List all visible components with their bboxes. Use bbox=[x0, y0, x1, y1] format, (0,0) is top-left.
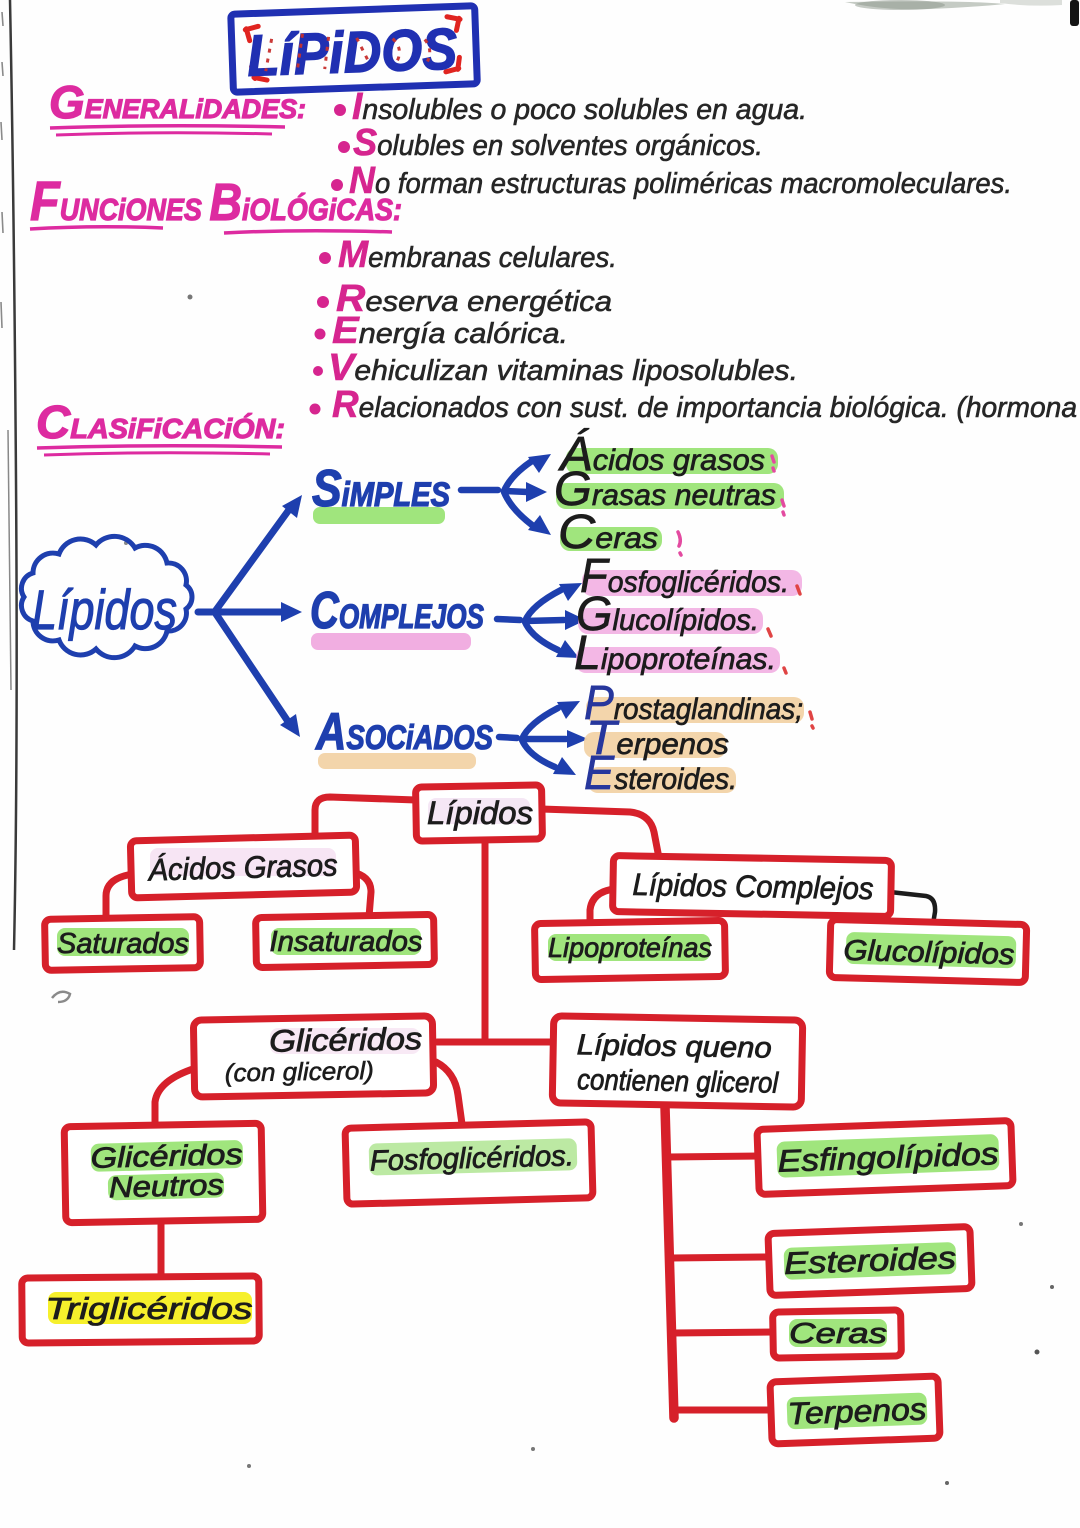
svg-text:Esteroides: Esteroides bbox=[783, 1240, 956, 1281]
svg-text:Ácidos Grasos: Ácidos Grasos bbox=[146, 848, 338, 888]
svg-text:Neutros: Neutros bbox=[108, 1169, 224, 1204]
svg-text:LíPiDOS: LíPiDOS bbox=[246, 16, 458, 88]
svg-text:Lípidos Complejos: Lípidos Complejos bbox=[632, 867, 874, 906]
svg-text:Insaturados: Insaturados bbox=[270, 926, 423, 958]
svg-text:Glucolípidos.: Glucolípidos. bbox=[576, 588, 759, 641]
svg-text:Fosfoglicéridos.: Fosfoglicéridos. bbox=[370, 1140, 575, 1177]
svg-text:(con glicerol): (con glicerol) bbox=[225, 1057, 374, 1088]
svg-text:Triglicéridos: Triglicéridos bbox=[46, 1291, 253, 1326]
svg-text:Ceras: Ceras bbox=[789, 1318, 887, 1350]
svg-text:Glucolípidos: Glucolípidos bbox=[843, 935, 1015, 971]
svg-text:Lípidos queno: Lípidos queno bbox=[576, 1029, 772, 1064]
svg-text:Terpenos: Terpenos bbox=[787, 1392, 927, 1432]
svg-text:contienen glicerol: contienen glicerol bbox=[577, 1064, 780, 1100]
svg-text:Glicéridos: Glicéridos bbox=[269, 1021, 423, 1059]
svg-text:Lípidos: Lípidos bbox=[427, 795, 533, 831]
svg-text:Lipoproteínas: Lipoproteínas bbox=[548, 932, 712, 963]
svg-text:Saturados: Saturados bbox=[57, 928, 189, 960]
svg-text:Lípidos: Lípidos bbox=[32, 578, 177, 641]
svg-text:Esfingolípidos: Esfingolípidos bbox=[777, 1136, 999, 1179]
svg-text:Glicéridos: Glicéridos bbox=[90, 1139, 243, 1175]
